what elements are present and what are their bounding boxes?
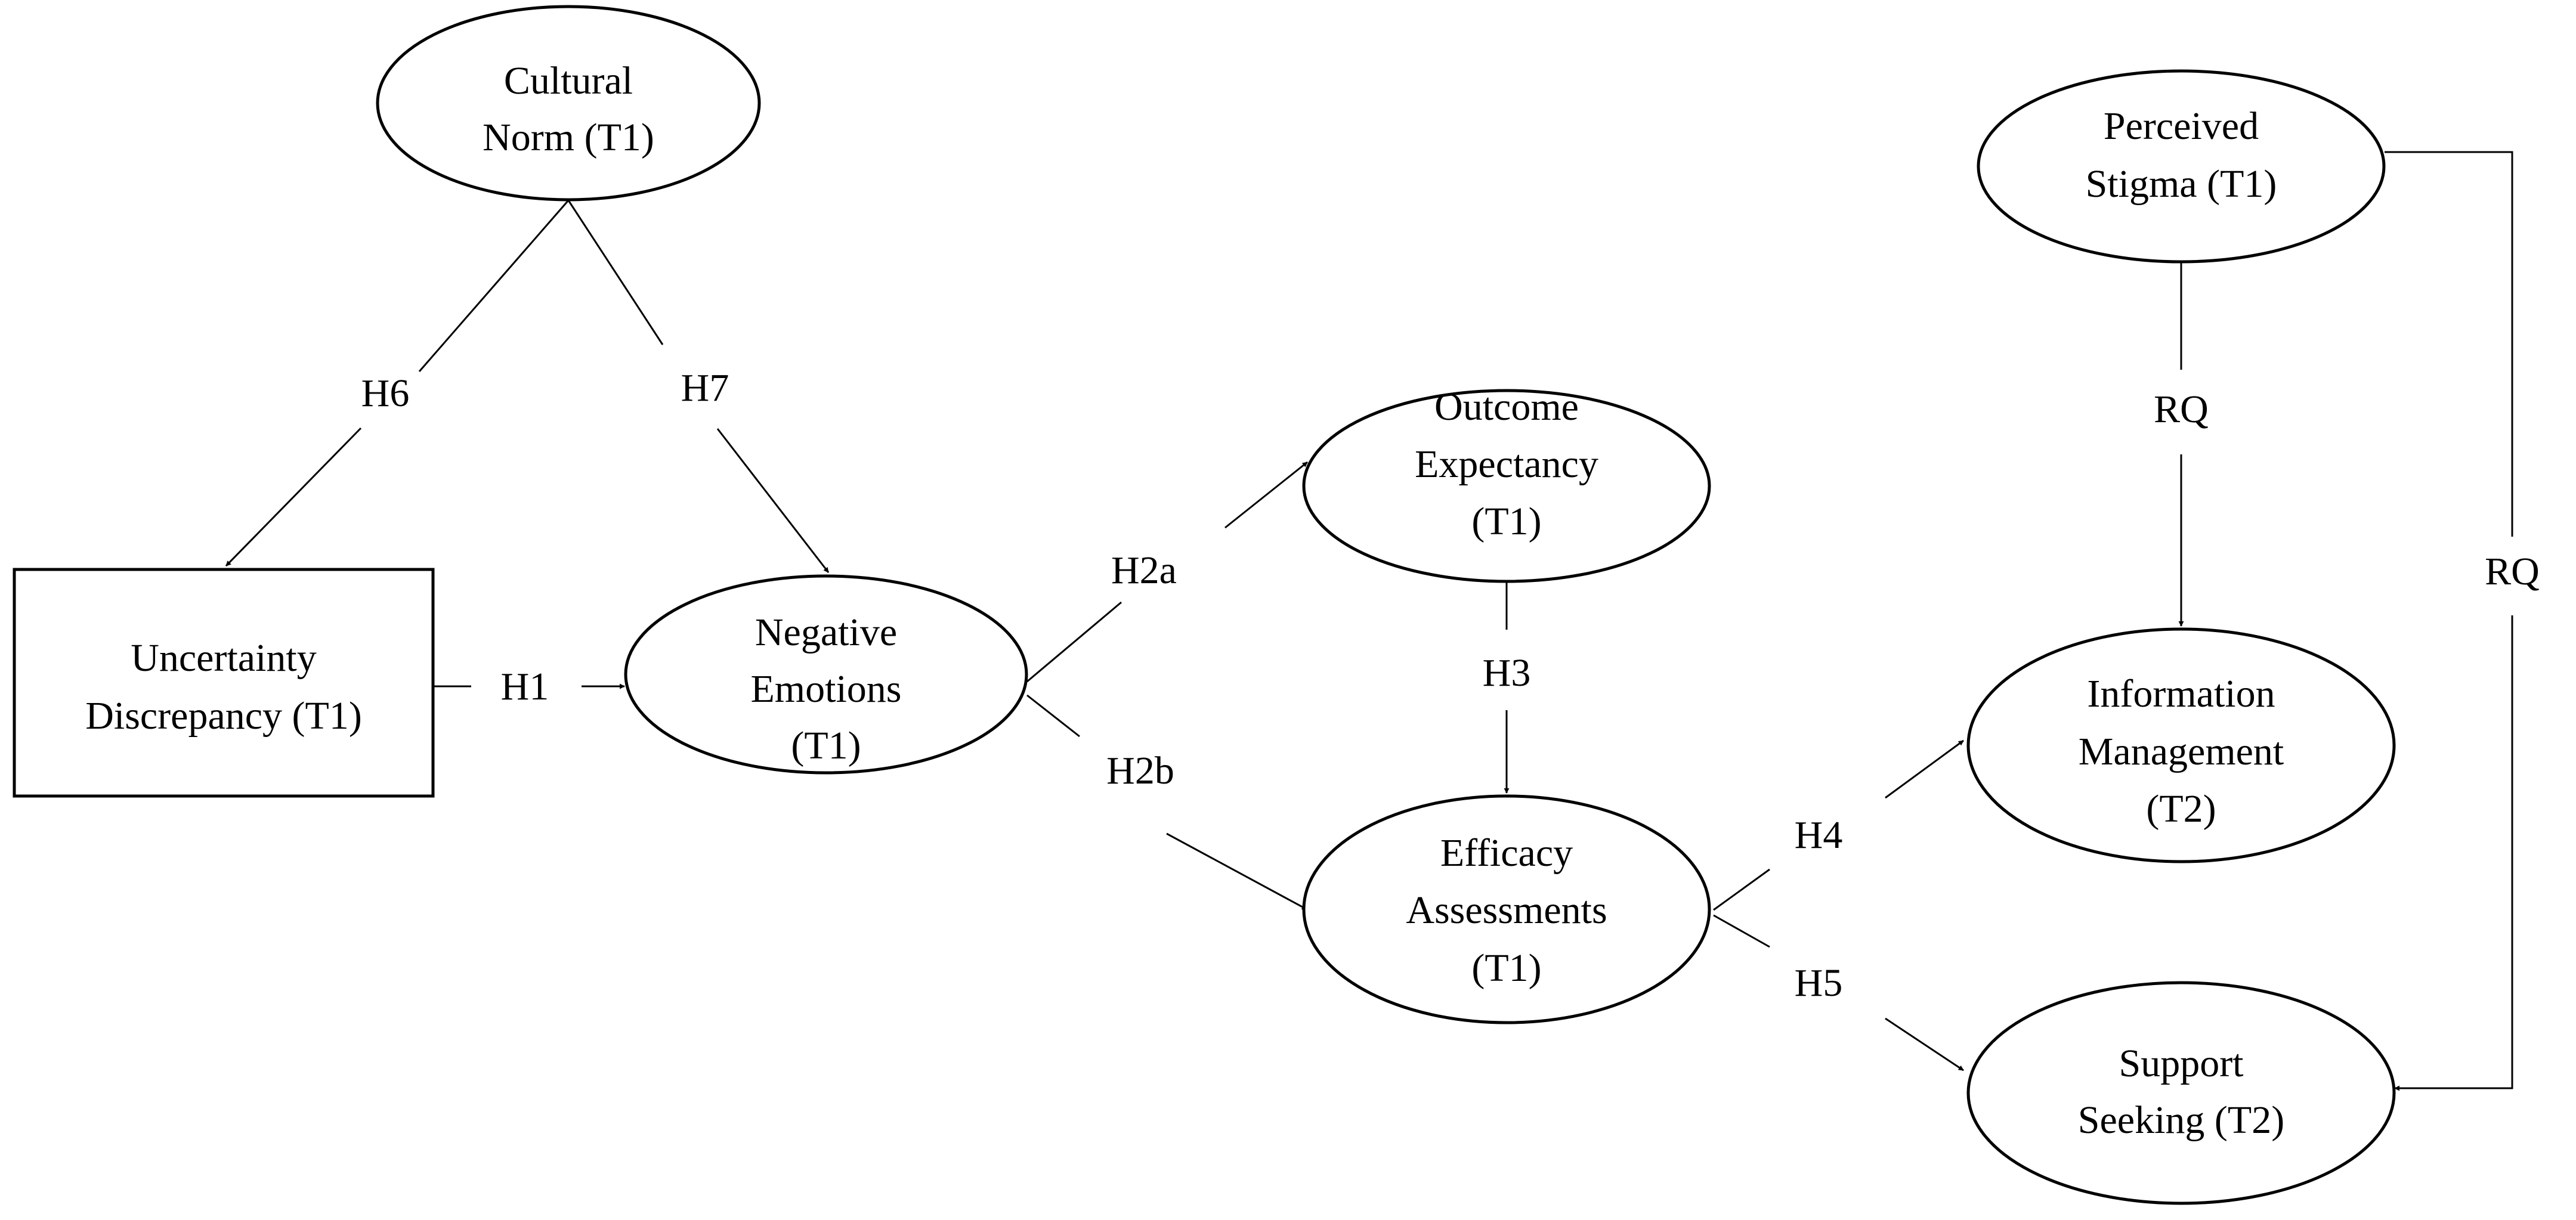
node-uncertainty-discrepancy: Uncertainty Discrepancy (T1) [13,568,435,798]
node-outcome-expectancy: Outcome Expectancy (T1) [1302,385,1711,583]
node-uncertainty-discrepancy-line-2: Discrepancy (T1) [85,694,362,738]
node-efficacy-assessments-line-1: Efficacy [1440,831,1573,875]
node-perceived-stigma: Perceived Stigma (T1) [1977,69,2386,264]
node-outcome-expectancy-line-3: (T1) [1471,500,1541,543]
node-negative-emotions-line-2: Emotions [750,667,901,711]
node-negative-emotions-line-3: (T1) [791,724,861,767]
edge-rq-support-seeking: RQ [2385,151,2540,1091]
node-efficacy-assessments: Efficacy Assessments (T1) [1302,794,1711,1024]
edge-h4: H4 [1713,739,1964,911]
node-negative-emotions: Negative Emotions (T1) [624,574,1028,775]
edge-h6: H6 [225,200,570,567]
node-support-seeking-line-2: Seeking (T2) [2078,1098,2284,1142]
node-support-seeking: Support Seeking (T2) [1966,981,2396,1205]
node-cultural-norm-line-2: Norm (T1) [483,116,654,159]
node-information-management: Information Management (T2) [1966,627,2396,863]
node-information-management-line-1: Information [2087,672,2275,716]
node-perceived-stigma-line-1: Perceived [2104,104,2259,148]
edge-label-h2a: H2a [1111,549,1177,592]
node-cultural-norm-line-1: Cultural [504,59,633,103]
edge-label-rq-support-seeking: RQ [2485,550,2540,593]
node-perceived-stigma-line-2: Stigma (T1) [2086,162,2277,206]
edge-h2a: H2a [1026,461,1308,683]
edge-label-rq-information-management: RQ [2154,388,2209,431]
edge-label-h5: H5 [1795,961,1843,1005]
node-efficacy-assessments-line-3: (T1) [1471,946,1541,990]
edge-h5: H5 [1713,914,1964,1072]
node-support-seeking-line-1: Support [2119,1042,2243,1085]
node-information-management-line-3: (T2) [2146,787,2216,831]
edge-label-h7: H7 [681,366,729,410]
node-negative-emotions-line-1: Negative [755,611,897,654]
node-uncertainty-discrepancy-line-1: Uncertainty [131,636,317,680]
edge-h3: H3 [1483,583,1531,794]
edge-rq-information-management: RQ [2154,263,2209,627]
node-information-management-line-2: Management [2079,730,2284,773]
node-cultural-norm: Cultural Norm (T1) [376,5,761,202]
node-outcome-expectancy-line-1: Outcome [1434,385,1579,429]
edge-label-h2b: H2b [1106,749,1174,792]
edge-label-h6: H6 [361,371,410,415]
node-outcome-expectancy-line-2: Expectancy [1415,442,1598,486]
edge-label-h1: H1 [501,665,549,708]
edge-label-h3: H3 [1483,651,1531,695]
node-efficacy-assessments-line-2: Assessments [1406,888,1607,932]
edge-h7: H7 [567,200,830,573]
edge-h2b: H2b [1026,694,1307,911]
edge-h1: H1 [434,665,625,708]
edge-label-h4: H4 [1795,813,1843,857]
